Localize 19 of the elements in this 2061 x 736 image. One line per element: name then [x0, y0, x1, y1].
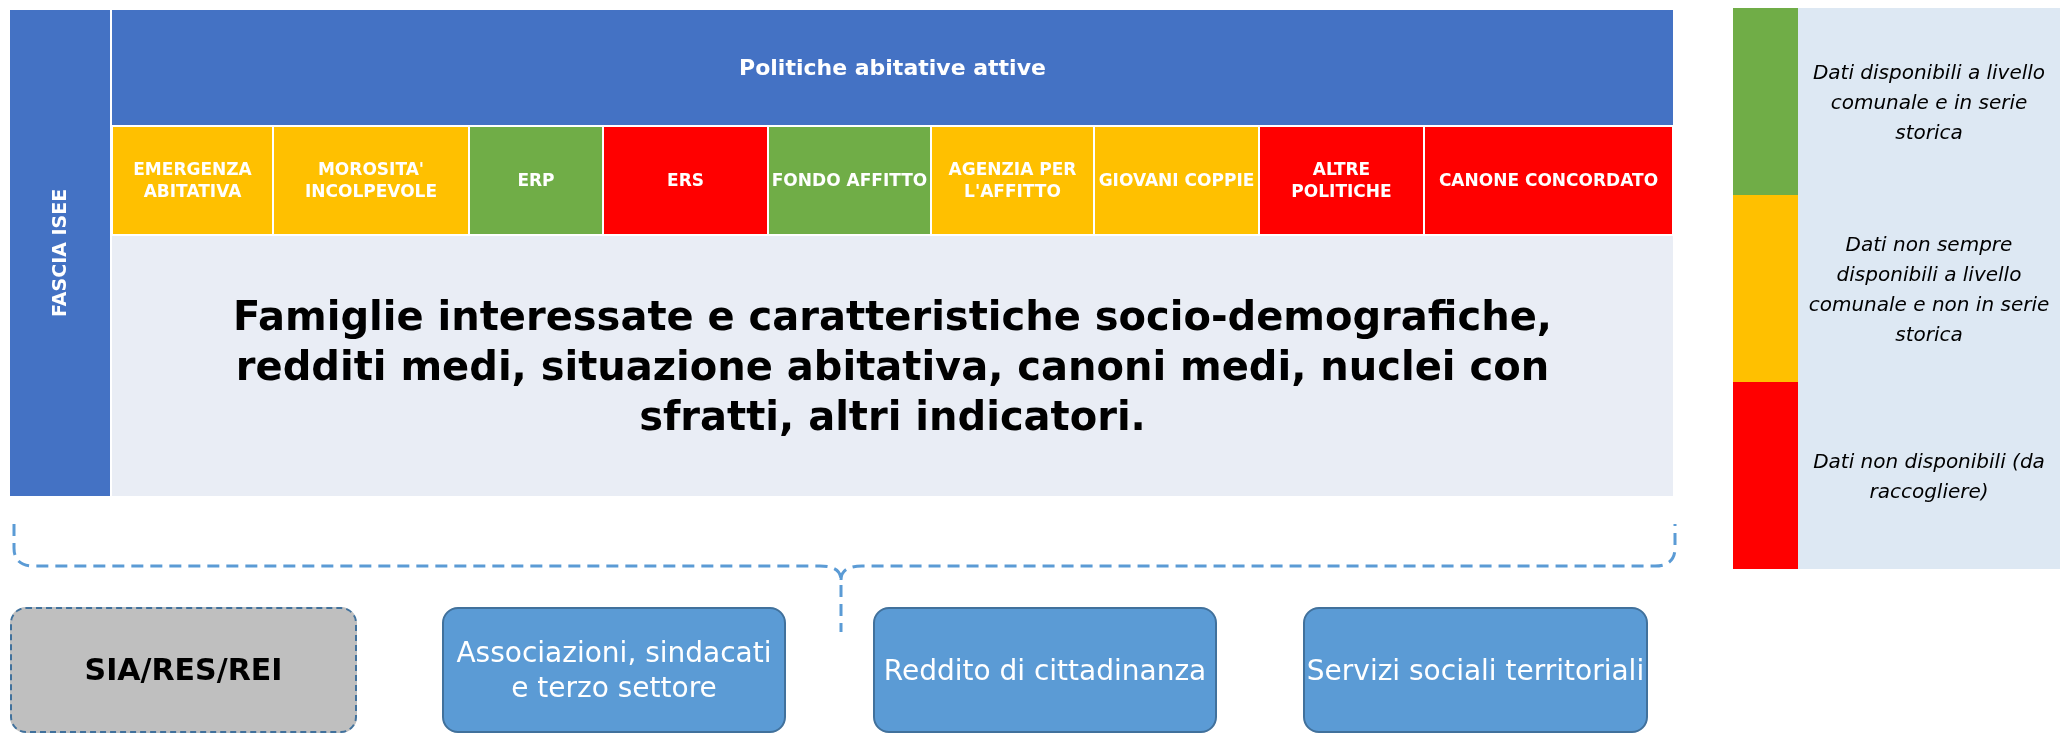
process-box: Reddito di cittadinanza — [873, 607, 1217, 733]
policy-cell: ERP — [470, 127, 602, 234]
legend-label: Dati non disponibili (da raccogliere) — [1812, 447, 2046, 505]
policy-cell: MOROSITA' INCOLPEVOLE — [274, 127, 468, 234]
description-panel: Famiglie interessate e caratteristiche socio-demografiche, redditi medi, situazione abitativa, canoni medi, nuclei con sfratti, altri indicatori. — [112, 236, 1673, 496]
policy-cell: ALTRE POLITICHE — [1260, 127, 1423, 234]
policy-cell: EMERGENZA ABITATIVA — [113, 127, 272, 234]
policy-cell: AGENZIA PER L'AFFITTO — [932, 127, 1093, 234]
header-band: Politiche abitative attive — [112, 10, 1673, 125]
policy-cell: FONDO AFFITTO — [769, 127, 930, 234]
policy-cell: ERS — [604, 127, 767, 234]
process-box: SIA/RES/REI — [10, 607, 357, 733]
legend-label: Dati non sempre disponibili a livello comunale e non in serie storica — [1808, 230, 2050, 348]
legend-label: Dati disponibili a livello comunale e in serie storica — [1811, 58, 2047, 146]
process-box: Associazioni, sindacati e terzo settore — [442, 607, 786, 733]
policy-cell: CANONE CONCORDATO — [1425, 127, 1672, 234]
process-box: Servizi sociali territoriali — [1303, 607, 1648, 733]
side-band: FASCIA ISEE — [10, 10, 110, 496]
policy-cell: GIOVANI COPPIE — [1095, 127, 1258, 234]
